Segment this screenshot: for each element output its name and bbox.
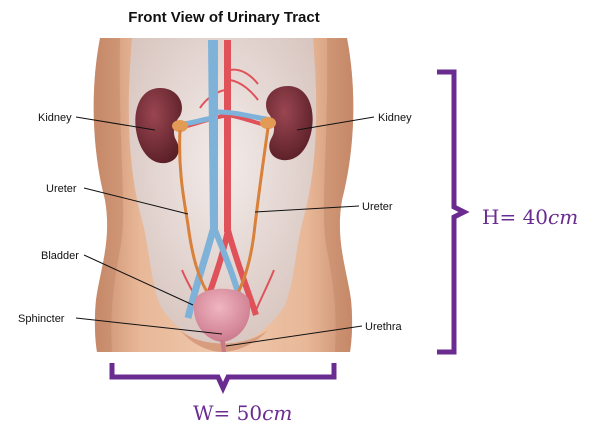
label-sphincter: Sphincter xyxy=(18,313,65,325)
label-ureter-right: Ureter xyxy=(362,201,393,213)
label-bladder: Bladder xyxy=(41,250,79,262)
height-value: 40 xyxy=(523,205,548,229)
label-urethra: Urethra xyxy=(365,321,403,333)
diagram-title: Front View of Urinary Tract xyxy=(128,9,319,26)
width-dimension-label: W= 50cm xyxy=(193,401,292,425)
width-value: 50 xyxy=(237,401,262,425)
torso-illustration xyxy=(94,38,354,352)
height-unit: cm xyxy=(548,205,578,229)
label-ureter-left: Ureter xyxy=(46,183,77,195)
width-bracket xyxy=(112,363,334,388)
label-kidney-left: Kidney xyxy=(38,112,72,124)
height-dimension-label: H= 40cm xyxy=(482,205,578,229)
height-bracket xyxy=(437,72,464,352)
width-prefix: W= xyxy=(193,401,237,425)
height-prefix: H= xyxy=(482,205,523,229)
label-kidney-right: Kidney xyxy=(378,112,412,124)
width-unit: cm xyxy=(262,401,292,425)
